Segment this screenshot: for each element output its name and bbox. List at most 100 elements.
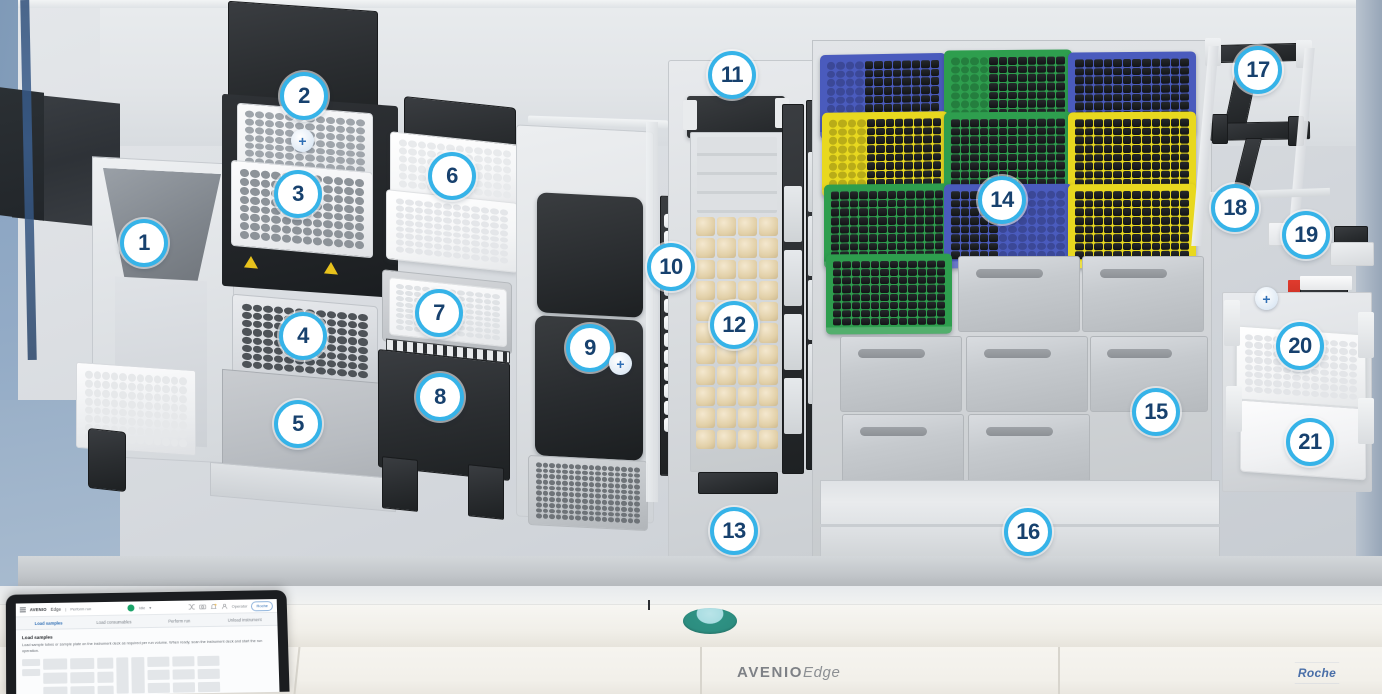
- breadcrumb-separator: |: [65, 606, 67, 612]
- callout-11-sample-rack-clamp[interactable]: 11: [708, 51, 756, 99]
- left-black-bracket: [88, 428, 126, 492]
- tab-load-consumables[interactable]: Load consumables: [96, 618, 132, 625]
- instrument-front-upper: [0, 586, 1382, 608]
- control-tablet[interactable]: AVENIO Edge | Perform run Idle ▾ Operato…: [5, 589, 290, 694]
- callout-4-microplate[interactable]: 4: [279, 312, 327, 360]
- guide-pad-2: [784, 250, 802, 306]
- tip-rack-lip: [826, 326, 952, 335]
- tip-grid: [833, 260, 945, 326]
- holder-foot-right: [468, 464, 504, 520]
- deck-bottom-edge: [18, 556, 1382, 588]
- map-col-4[interactable]: [116, 657, 129, 694]
- reagent-plate-mid[interactable]: [386, 189, 518, 273]
- empty-tip-slot-7[interactable]: [968, 414, 1090, 490]
- callout-9-magnetic-module[interactable]: 9: [566, 324, 614, 372]
- tip-grid: [829, 118, 941, 188]
- station-tab-c: [1226, 386, 1242, 432]
- hazard-triangle-icon: [244, 255, 258, 269]
- user-icon[interactable]: [221, 603, 228, 610]
- map-col-5[interactable]: [131, 657, 145, 694]
- callout-5-solid-waste-bin[interactable]: 5: [274, 400, 322, 448]
- map-col-8[interactable]: [197, 655, 221, 693]
- drawer-handle-icon[interactable]: [683, 608, 737, 634]
- well-grid: [536, 462, 640, 524]
- holder-foot-left: [382, 456, 418, 512]
- plus-marker-magnet[interactable]: +: [609, 352, 632, 375]
- callout-10-reagent-tube-strip[interactable]: 10: [647, 243, 695, 291]
- bell-icon[interactable]: [210, 603, 217, 610]
- callout-1-waste-bin[interactable]: 1: [120, 219, 168, 267]
- callout-18-rail-guide[interactable]: 18: [1211, 184, 1259, 232]
- callout-7-pcr-plate[interactable]: 7: [415, 289, 463, 337]
- callout-15-empty-tip-slot[interactable]: 15: [1132, 388, 1180, 436]
- plus-marker-right-station[interactable]: +: [1255, 287, 1278, 310]
- map-col-0[interactable]: [22, 658, 41, 677]
- front-notch: [648, 600, 650, 610]
- brand-model: Edge: [803, 664, 841, 681]
- empty-tip-slot-2[interactable]: [1082, 256, 1204, 332]
- deck-rim: [18, 0, 1382, 8]
- brand-wordmark: AVENIOEdge: [737, 664, 840, 681]
- sample-rack-handle[interactable]: [698, 472, 778, 494]
- breadcrumb: Perform run: [70, 606, 92, 612]
- empty-tip-slot-3[interactable]: [840, 336, 962, 412]
- tablet-brand-model: Edge: [50, 606, 62, 612]
- station-shelf: [1330, 242, 1374, 266]
- tip-grid: [1075, 118, 1189, 188]
- callout-16-tip-drawer[interactable]: 16: [1004, 508, 1052, 556]
- well-grid: [396, 198, 508, 264]
- callout-12-sample-tube-rack[interactable]: 12: [710, 301, 758, 349]
- map-col-1[interactable]: [43, 658, 68, 694]
- guide-pad-4: [784, 378, 802, 434]
- guard-rail-right: [646, 121, 658, 503]
- callout-2-thermal-cycler-plate[interactable]: 2: [280, 72, 328, 120]
- hazard-triangle-icon: [324, 261, 338, 275]
- callout-19-station-clip[interactable]: 19: [1282, 211, 1330, 259]
- tip-grid: [831, 190, 943, 260]
- tip-grid: [1075, 190, 1189, 260]
- chevron-down-icon[interactable]: ▾: [149, 605, 152, 611]
- front-seam-2: [700, 647, 702, 694]
- map-col-7[interactable]: [172, 656, 196, 693]
- empty-tip-slot-4[interactable]: [966, 336, 1088, 412]
- map-col-6[interactable]: [147, 656, 170, 694]
- empty-tip-slot-1[interactable]: [958, 256, 1080, 332]
- callout-13-sample-drawer[interactable]: 13: [710, 507, 758, 555]
- magnet-block-upper[interactable]: [537, 192, 643, 318]
- magnet-plate-below[interactable]: [528, 454, 648, 532]
- callout-14-tip-rack-blue[interactable]: 14: [978, 176, 1026, 224]
- callout-6-reagent-plate-stack[interactable]: 6: [428, 152, 476, 200]
- tablet-brand: AVENIO: [29, 606, 47, 613]
- front-seam-3: [1058, 647, 1060, 694]
- callout-17-gripper-arm[interactable]: 17: [1234, 46, 1282, 94]
- clamp-tab-left: [683, 100, 697, 130]
- tab-load-samples[interactable]: Load samples: [34, 620, 63, 626]
- callout-8-plate-holder[interactable]: 8: [416, 373, 464, 421]
- brand-name: AVENIO: [737, 664, 803, 681]
- map-col-2[interactable]: [70, 657, 95, 694]
- tab-unload-instrument[interactable]: Unload instrument: [227, 616, 262, 623]
- map-col-3[interactable]: [97, 657, 114, 694]
- empty-tip-slot-6[interactable]: [842, 414, 964, 490]
- station-tab-a: [1224, 300, 1240, 346]
- roche-logo: Roche: [1280, 662, 1354, 684]
- callout-3-thermal-cycler-block[interactable]: 3: [274, 170, 322, 218]
- roche-pill-logo: Roche: [251, 600, 274, 611]
- rack-empty-positions: [697, 137, 777, 213]
- plus-marker-cycler[interactable]: +: [291, 129, 314, 152]
- callout-20-white-microplate[interactable]: 20: [1276, 322, 1324, 370]
- status-label: Idle: [138, 605, 146, 611]
- callout-21-plate-lid[interactable]: 21: [1286, 418, 1334, 466]
- tablet-screen[interactable]: AVENIO Edge | Perform run Idle ▾ Operato…: [15, 599, 280, 694]
- tab-perform-run[interactable]: Perform run: [168, 617, 191, 624]
- deck-map-placeholder[interactable]: [22, 655, 273, 694]
- content-paragraph: Load sample tubes or sample plate on the…: [21, 638, 263, 653]
- menu-icon[interactable]: [19, 607, 26, 613]
- station-tab-b: [1358, 312, 1374, 358]
- shuffle-icon[interactable]: [188, 603, 195, 610]
- camera-icon[interactable]: [199, 603, 206, 610]
- station-tab-d: [1358, 398, 1374, 444]
- user-label: Operator: [231, 603, 248, 609]
- tip-rack-green-4[interactable]: [826, 253, 952, 335]
